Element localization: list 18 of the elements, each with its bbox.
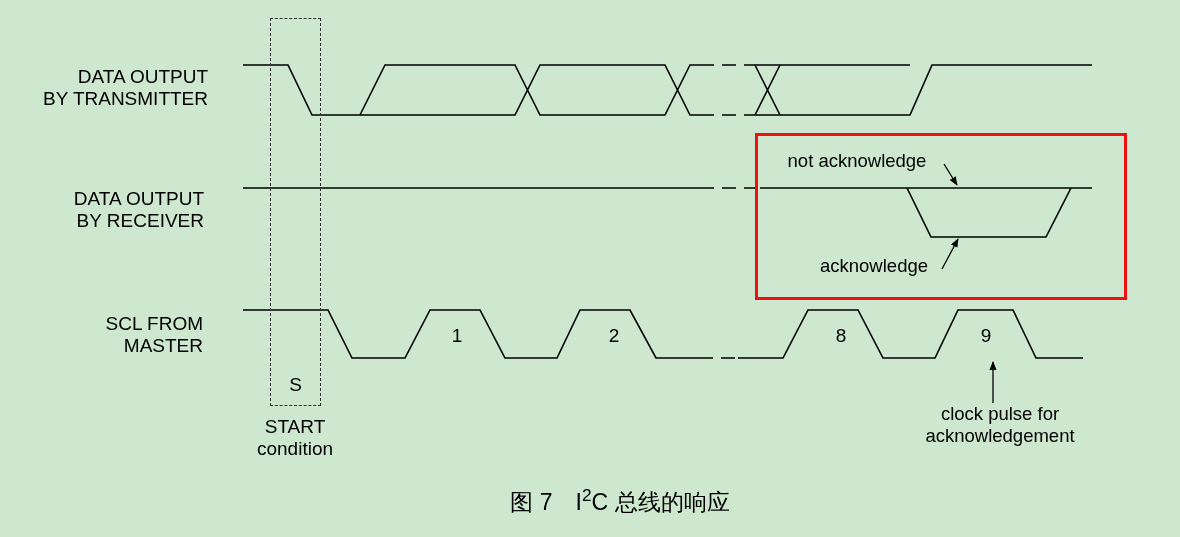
annotation-text: not acknowledge bbox=[772, 150, 942, 174]
signal-name: DATA OUTPUT BY TRANSMITTER bbox=[41, 66, 208, 110]
leader-line bbox=[941, 238, 959, 270]
signal-name: DATA OUTPUT BY RECEIVER bbox=[72, 188, 204, 232]
clock-pulse-number: 2 bbox=[607, 325, 621, 347]
annotation-text: clock pulse for acknowledgement bbox=[908, 403, 1092, 451]
start-condition-box bbox=[270, 18, 321, 406]
leader-line bbox=[989, 361, 997, 404]
start-condition-label: START condition bbox=[255, 416, 335, 460]
annotation-text: acknowledge bbox=[808, 255, 940, 279]
clock-pulse-number: 8 bbox=[834, 325, 848, 347]
start-symbol: S bbox=[289, 372, 302, 397]
signal-name: SCL FROM MASTER bbox=[104, 313, 203, 357]
clock-pulse: 9 bbox=[958, 311, 1014, 361]
clock-pulse-number: 1 bbox=[450, 325, 464, 347]
leader-line bbox=[943, 163, 958, 186]
figure-caption: 图 7 I$^{2}$C 总线的响应 bbox=[509, 485, 731, 517]
highlight-frame bbox=[755, 133, 1127, 300]
